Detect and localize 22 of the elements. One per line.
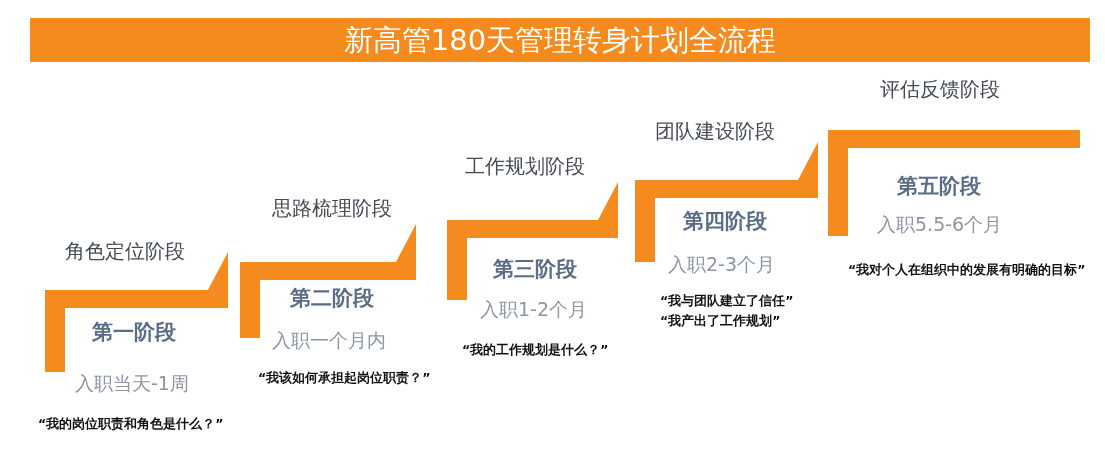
stage-number: 第四阶段	[683, 208, 767, 235]
stage-number: 第二阶段	[290, 285, 374, 312]
quote-text: “我产出了工作规划”	[660, 313, 781, 330]
quote-text: “我的工作规划是什么？”	[462, 342, 609, 359]
quote-text: “我该如何承担起岗位职责？”	[258, 370, 431, 387]
stage-title: 工作规划阶段	[465, 153, 585, 180]
title-banner: 新高管180天管理转身计划全流程	[30, 18, 1090, 62]
stage-number: 第一阶段	[92, 319, 176, 346]
duration-text: 入职1-2个月	[480, 297, 588, 322]
stage-title: 思路梳理阶段	[272, 195, 392, 222]
duration-text: 入职一个月内	[272, 328, 386, 353]
stage-number: 第三阶段	[493, 256, 577, 283]
stage-number: 第五阶段	[897, 173, 981, 200]
quote-text: “我与团队建立了信任”	[660, 293, 794, 310]
quote-text: “我对个人在组织中的发展有明确的目标”	[848, 262, 1086, 279]
duration-text: 入职5.5-6个月	[877, 212, 1003, 237]
stage-title: 评估反馈阶段	[880, 76, 1000, 103]
duration-text: 入职当天-1周	[75, 371, 189, 396]
stage-title: 角色定位阶段	[65, 238, 185, 265]
duration-text: 入职2-3个月	[668, 252, 776, 277]
quote-text: “我的岗位职责和角色是什么？”	[38, 416, 224, 433]
stage-title: 团队建设阶段	[655, 118, 775, 145]
